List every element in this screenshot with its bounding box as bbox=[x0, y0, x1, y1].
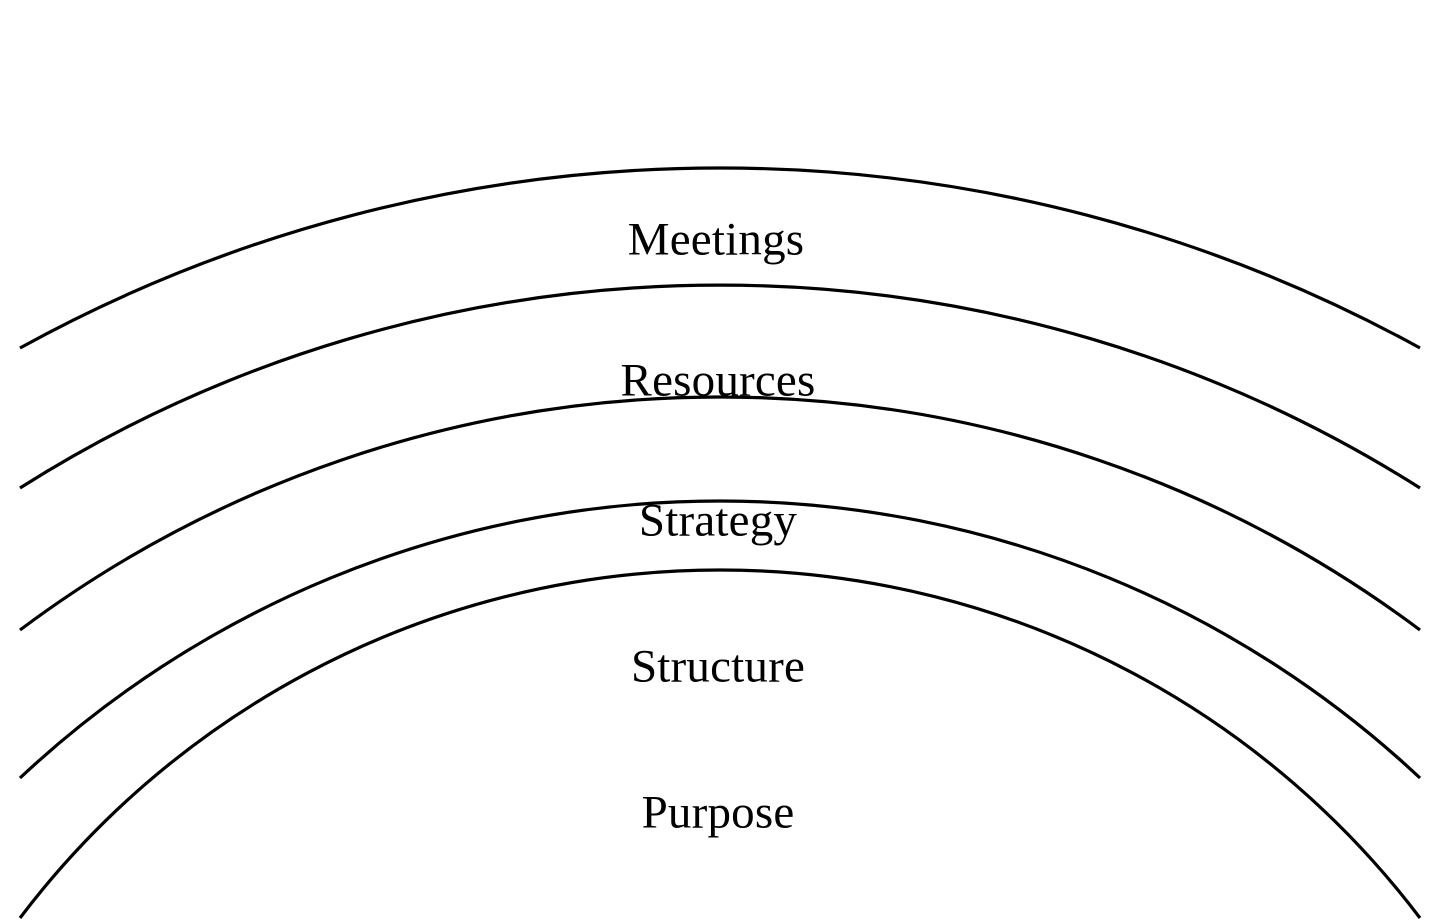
arc-outer-1 bbox=[19, 166, 1421, 350]
band-label-resources: Resources bbox=[620, 354, 816, 407]
band-label-meetings: Meetings bbox=[627, 213, 805, 266]
arc-inner-5 bbox=[18, 568, 1422, 919]
arc-2 bbox=[19, 283, 1421, 490]
band-label-strategy: Strategy bbox=[638, 494, 798, 547]
band-label-purpose: Purpose bbox=[641, 786, 795, 839]
band-label-structure: Structure bbox=[630, 640, 806, 693]
arc-4 bbox=[18, 499, 1422, 780]
arc-3 bbox=[19, 395, 1421, 632]
